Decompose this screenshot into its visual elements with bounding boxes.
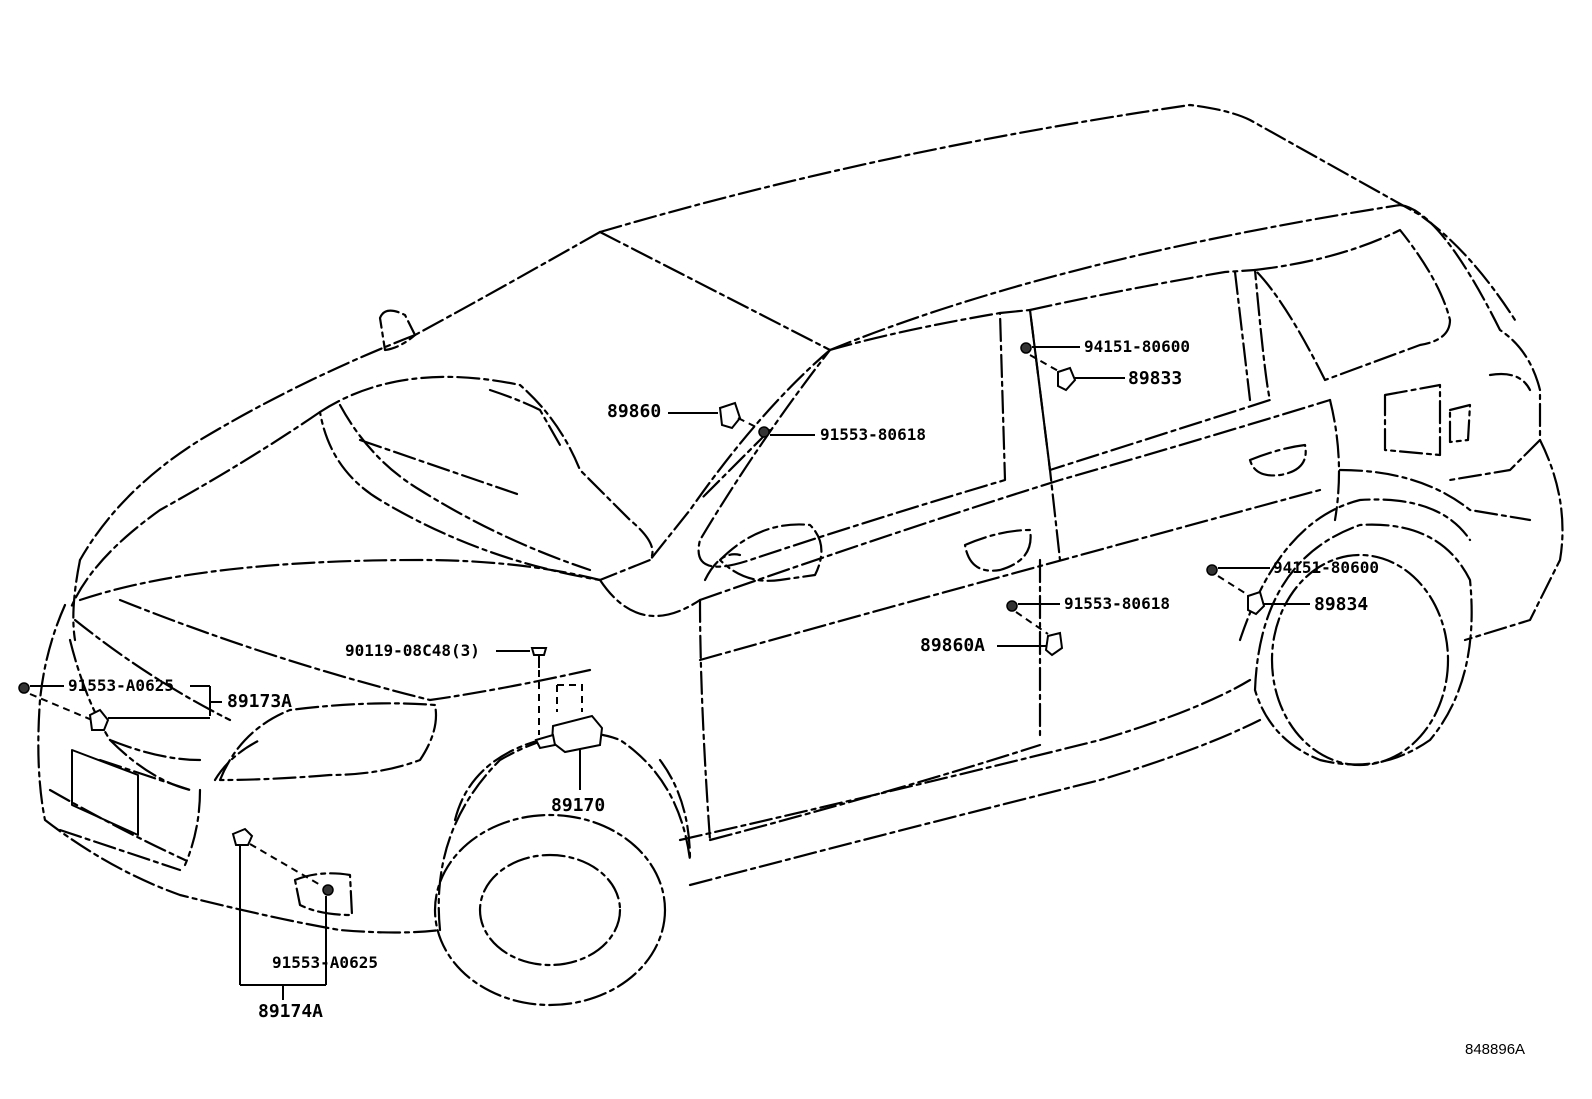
diagram-reference-number: 848896A (1465, 1041, 1526, 1058)
part-label-90119-08C48: 90119-08C48(3) (345, 641, 480, 660)
part-label-91553-A0625-bottom: 91553-A0625 (272, 953, 378, 972)
part-label-89860A: 89860A (920, 635, 986, 656)
part-label-94151-80600-rear: 94151-80600 (1273, 558, 1379, 577)
part-label-89174A: 89174A (258, 1001, 324, 1022)
part-label-89834: 89834 (1314, 594, 1369, 615)
part-label-91553-80618-top: 91553-80618 (820, 425, 926, 444)
part-label-89833: 89833 (1128, 368, 1183, 389)
part-label-89170: 89170 (551, 795, 606, 816)
part-label-89173A: 89173A (227, 691, 293, 712)
part-label-89860: 89860 (607, 401, 662, 422)
part-label-91553-80618-mid: 91553-80618 (1064, 594, 1170, 613)
part-label-94151-80600-top: 94151-80600 (1084, 337, 1190, 356)
part-label-91553-A0625-top: 91553-A0625 (68, 676, 174, 695)
